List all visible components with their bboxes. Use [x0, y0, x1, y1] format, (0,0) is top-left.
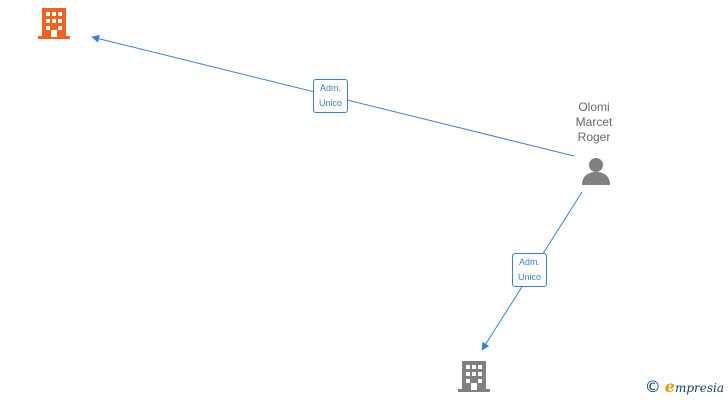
- edge-label-bottom-line1: Adm.: [519, 257, 541, 267]
- brand-rest: mpresia: [674, 381, 724, 395]
- person-icon[interactable]: [582, 158, 610, 185]
- company-bottom-building-icon[interactable]: [458, 361, 490, 392]
- brand-initial: e: [664, 377, 675, 396]
- brand-wordmark: empresia: [665, 377, 724, 396]
- edge-label-top-line2: Unico: [319, 98, 343, 108]
- company-top-building-icon[interactable]: [38, 8, 70, 39]
- edge-label-bottom: Adm. Unico: [512, 253, 548, 287]
- edge-label-top: Adm. Unico: [313, 79, 349, 113]
- person-name-line2: Marcet: [575, 115, 613, 129]
- edge-label-bottom-line2: Unico: [518, 272, 542, 282]
- person-name[interactable]: Olomi Marcet Roger: [554, 100, 634, 145]
- brand-logo[interactable]: © empresia: [645, 377, 724, 396]
- person-name-line3: Roger: [577, 130, 611, 144]
- edge-label-top-line1: Adm.: [320, 83, 342, 93]
- person-name-line1: Olomi: [578, 100, 610, 114]
- copyright-icon: ©: [644, 377, 661, 396]
